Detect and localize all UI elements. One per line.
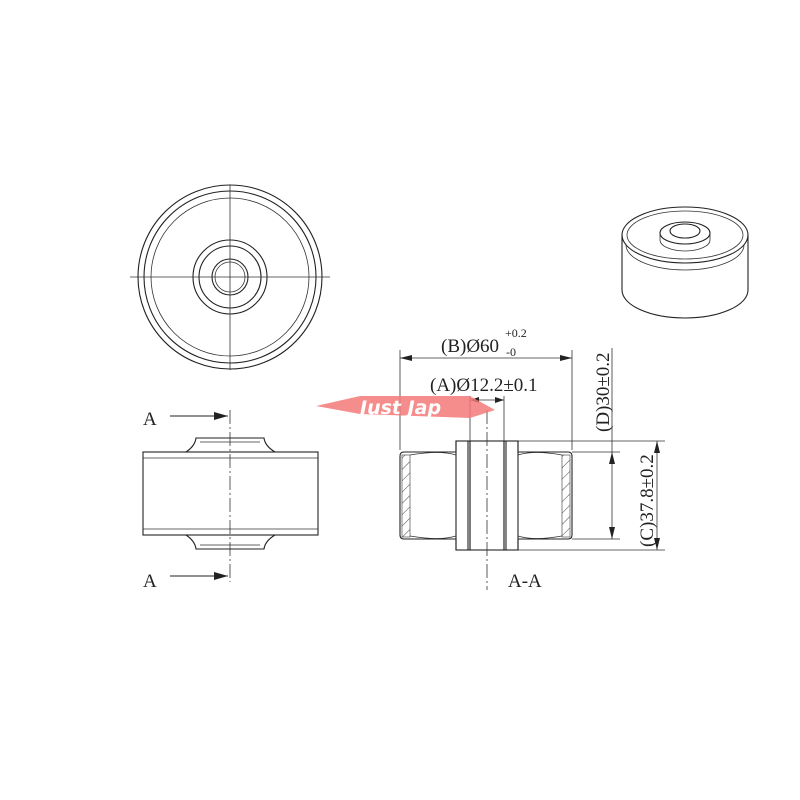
just-jap-logo: Just Jap: [316, 396, 495, 419]
section-view: A-A: [399, 410, 573, 592]
dimension-c-label: (C)37.8±0.2: [637, 454, 658, 547]
top-view: [130, 184, 330, 370]
section-marker-bottom: A: [143, 571, 157, 592]
section-title: A-A: [508, 571, 542, 592]
side-view: A A: [142, 409, 319, 592]
dimension-d-label: (D)30±0.2: [593, 352, 614, 432]
dimensions: (B)Ø60 -0 +0.2 (A)Ø12.2±0.1 (D)30±0.2 (C…: [399, 326, 665, 551]
logo-text: Just Jap: [356, 397, 441, 419]
dimension-b-label: (B)Ø60: [441, 336, 499, 357]
dimension-b-upper-tolerance: +0.2: [505, 326, 527, 340]
section-marker-top: A: [143, 409, 157, 430]
dimension-b-lower-tolerance: -0: [506, 345, 516, 359]
isometric-view: [621, 206, 749, 319]
dimension-a-label: (A)Ø12.2±0.1: [430, 375, 538, 396]
